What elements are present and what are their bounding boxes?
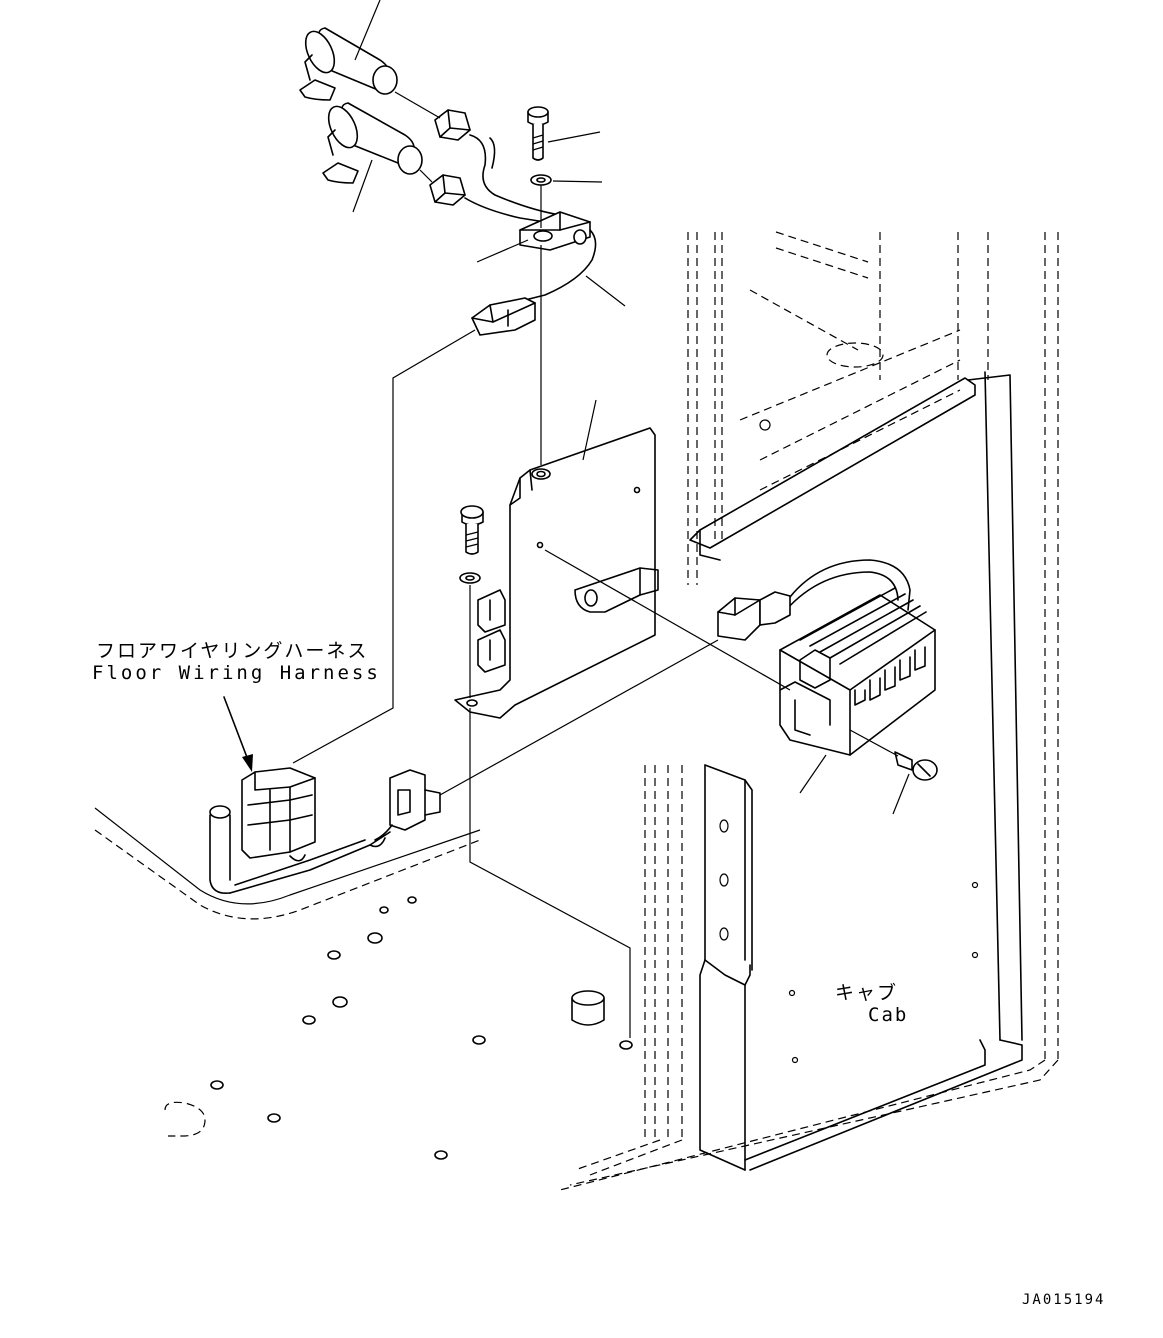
solenoid-upper xyxy=(299,27,398,101)
controller-screw xyxy=(894,751,938,781)
ground-washer xyxy=(530,174,552,186)
figure-id: JA015194 xyxy=(1022,1292,1106,1308)
assembly-lines xyxy=(292,91,899,1038)
cab-label-en: Cab xyxy=(868,1004,909,1026)
bracket-bolt xyxy=(460,505,484,555)
callout-lines xyxy=(352,0,910,815)
floor-wiring-harness xyxy=(209,767,441,895)
floor-harness-label-jp: フロアワイヤリングハーネス xyxy=(96,640,369,662)
harness-label-arrow xyxy=(223,696,253,772)
mounting-bracket xyxy=(454,427,659,719)
cab-frame xyxy=(559,231,1059,1191)
floor-spacer xyxy=(571,990,605,1026)
ground-bolt xyxy=(527,106,549,161)
solenoid-lower xyxy=(322,102,423,184)
switch-harness xyxy=(429,109,597,336)
controller-unit xyxy=(717,559,936,756)
cab-label-jp: キャブ xyxy=(835,982,899,1004)
floor-holes xyxy=(164,896,633,1160)
bracket-washer xyxy=(459,572,481,584)
cab-floor xyxy=(94,807,633,1160)
floor-harness-label-en: Floor Wiring Harness xyxy=(92,662,381,684)
